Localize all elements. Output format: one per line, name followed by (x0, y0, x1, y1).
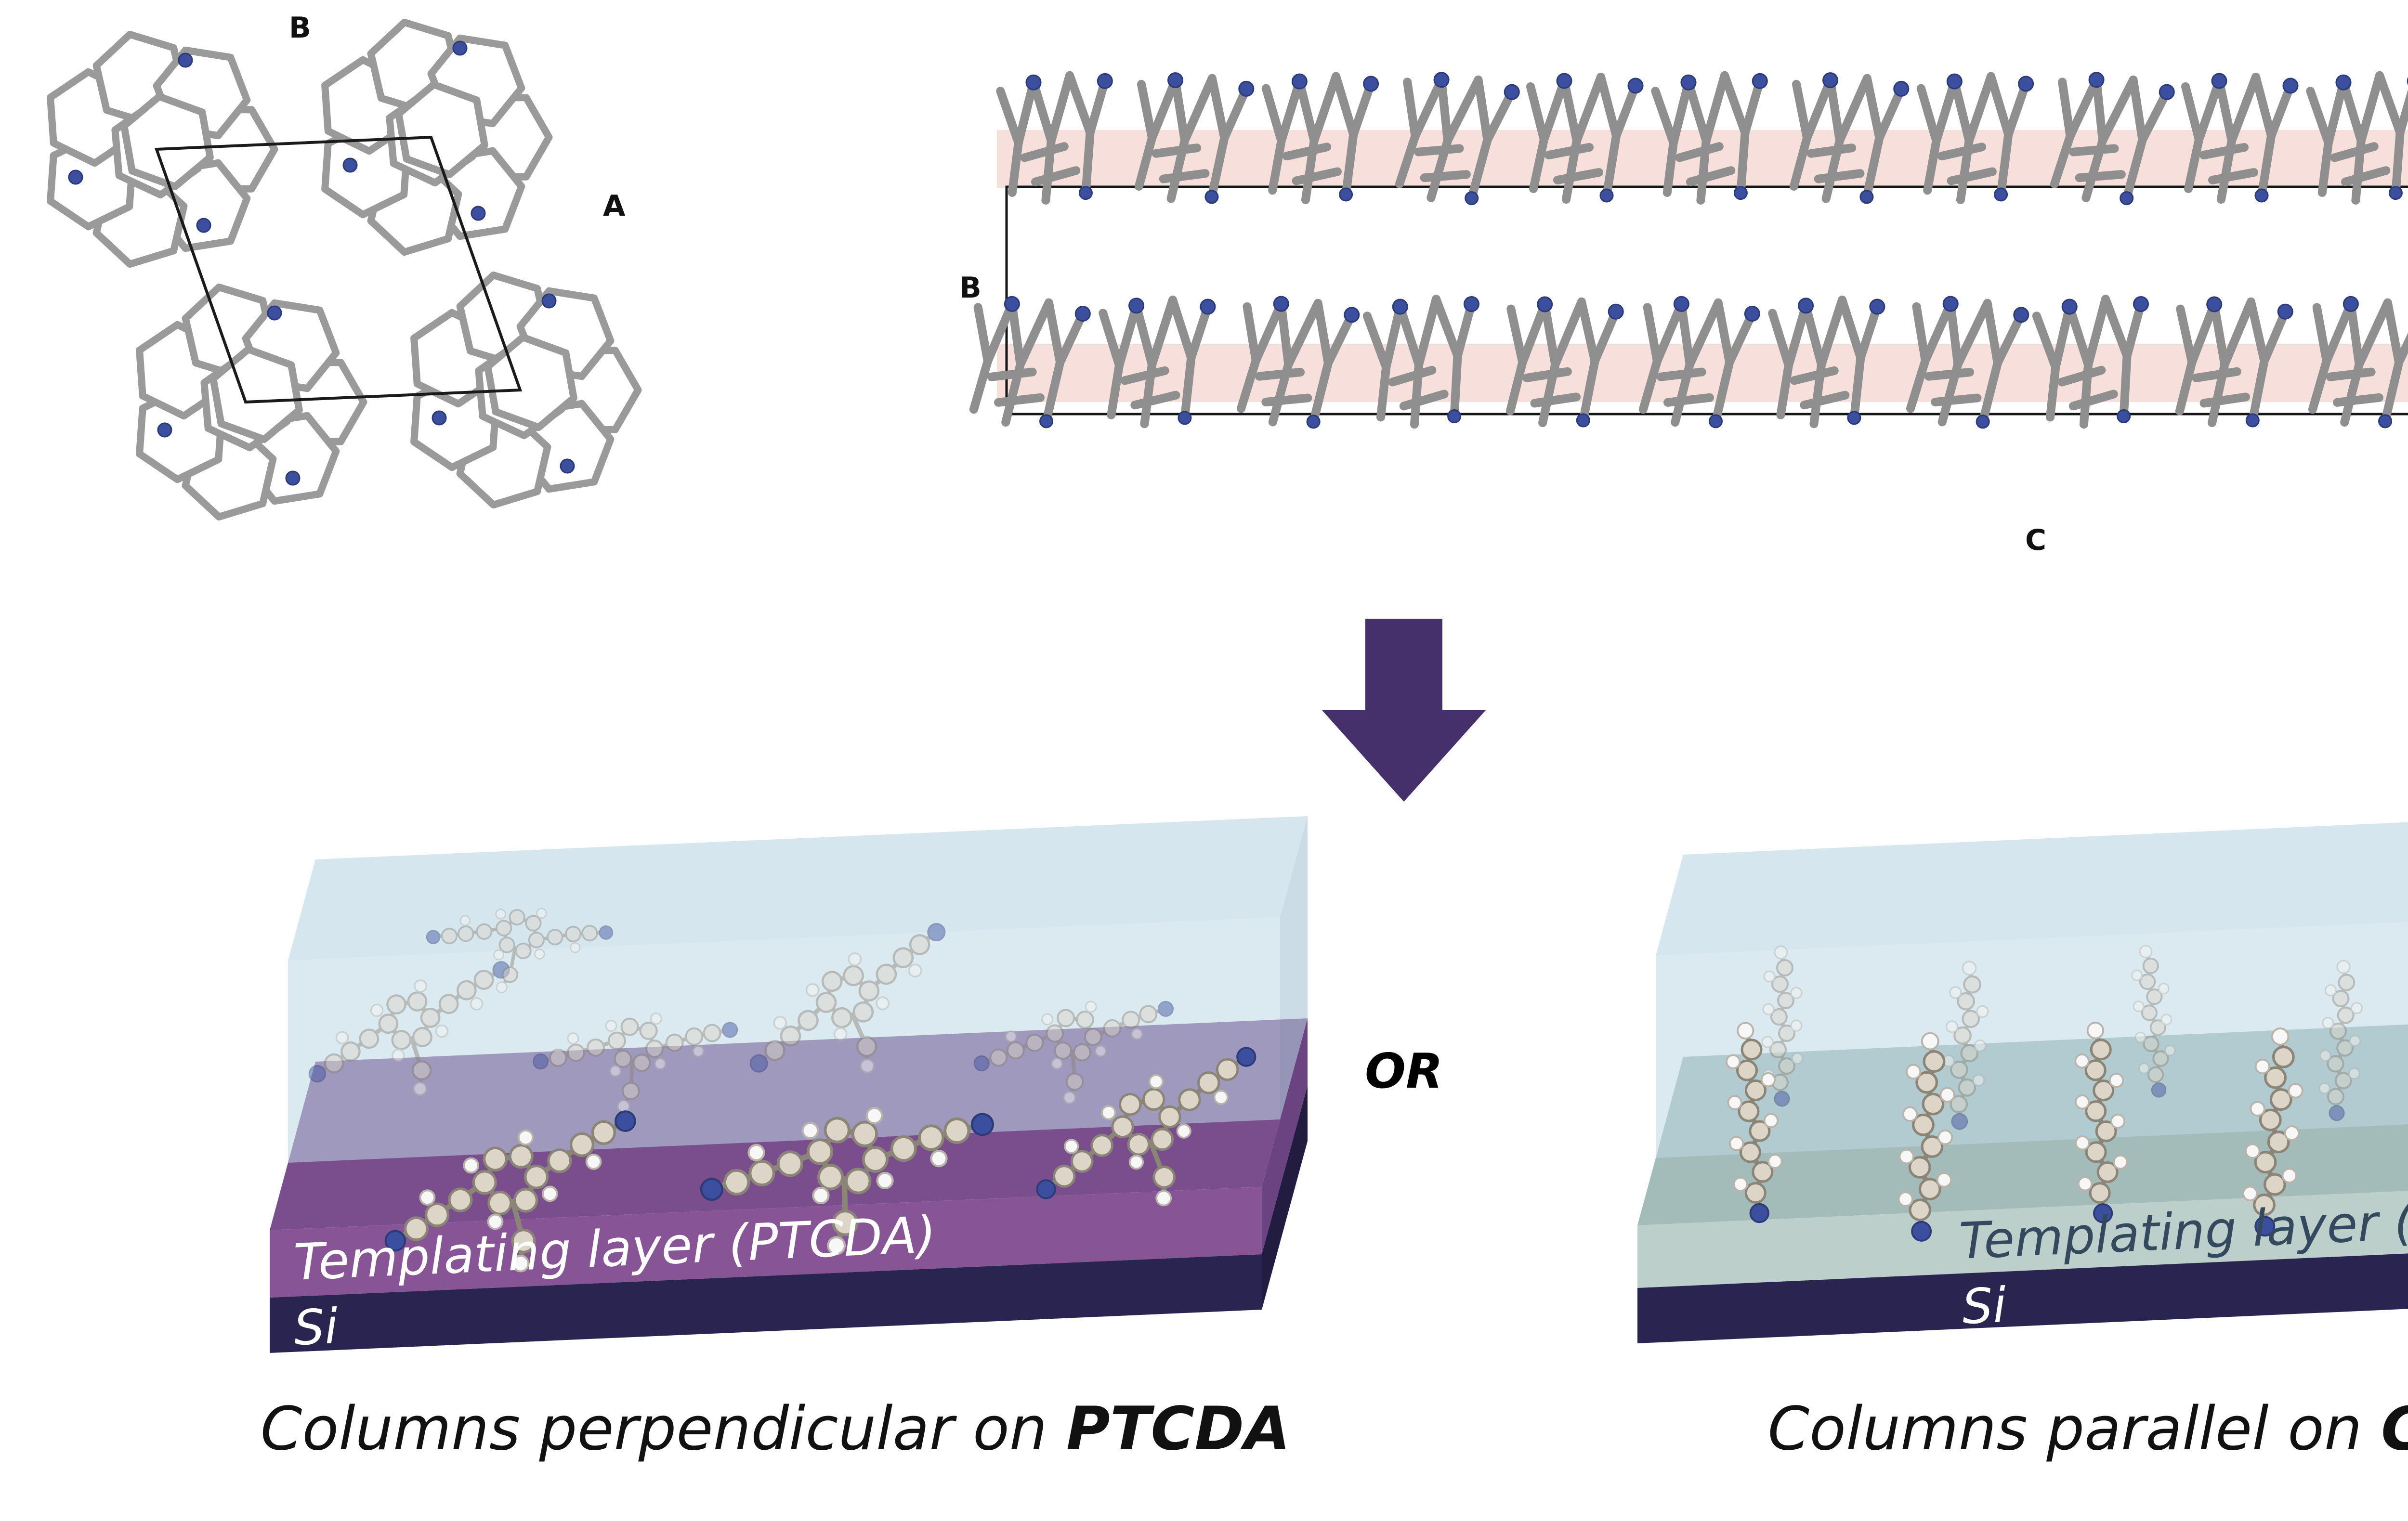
si-substrate-front-face (1637, 1253, 2408, 1343)
caption-ptcda-bold: PTCDA (1066, 1394, 1291, 1464)
crystal-top-view (33, 13, 638, 526)
si-substrate-front-face (270, 1254, 1262, 1353)
film-front-face (1656, 922, 2408, 1158)
si-substrate-side-face (1262, 1086, 1308, 1310)
axis-label-b-side-view: B (959, 271, 982, 305)
molecular-column-ball (33, 26, 275, 273)
caption-ptcda-text: Columns perpendicular on (260, 1394, 1066, 1464)
caption-cui-text: Columns parallel on (1767, 1394, 2382, 1464)
ptcda-layer-side-face (1262, 1018, 1308, 1254)
caption-cui-bold: CuI (2381, 1394, 2408, 1464)
axis-label-b-top-view: B (289, 11, 311, 45)
si-substrate-label-right: Si (1961, 1277, 2008, 1335)
axis-label-c-side-view: C (2025, 523, 2047, 557)
crystal-side-view (970, 68, 2408, 431)
film-top-face (288, 816, 1308, 961)
down-arrow-icon (1322, 619, 1486, 802)
or-label: OR (1364, 1043, 1443, 1099)
cui-slab (1637, 822, 2408, 1343)
cui-layer-front-face (1637, 1191, 2408, 1288)
caption-ptcda: Columns perpendicular on PTCDA (144, 1396, 1406, 1462)
unit-cell-outline (154, 135, 523, 404)
ptcda-slab (270, 816, 1308, 1353)
caption-cui: Columns parallel on CuI (1584, 1396, 2408, 1462)
axis-label-a-top-view: A (603, 189, 626, 223)
si-substrate-label-left: Si (292, 1298, 340, 1356)
film-side-face (1280, 816, 1308, 1119)
film-top-face (1656, 822, 2408, 956)
molecular-column-ball (122, 278, 364, 526)
